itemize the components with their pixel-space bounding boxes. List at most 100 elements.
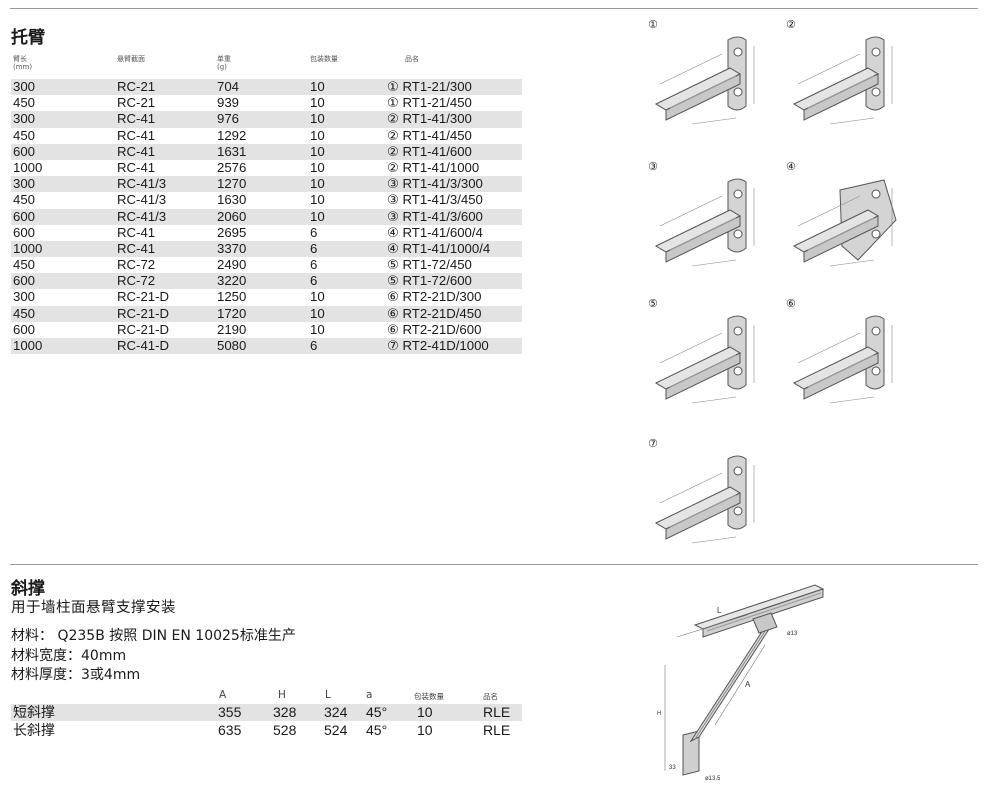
bracket-drawing xyxy=(654,455,755,544)
header-profile: 悬臂截面 xyxy=(117,55,145,63)
cell-h: 528 xyxy=(273,722,297,738)
cell-profile: RC-41-D xyxy=(117,338,170,353)
cell-pack: 10 xyxy=(417,704,433,720)
cell-weight: 976 xyxy=(217,111,240,127)
cell-profile: RC-41 xyxy=(117,240,156,256)
cell-l: 524 xyxy=(324,722,348,738)
cell-length: 600 xyxy=(13,208,36,224)
cell-length: 300 xyxy=(13,111,36,127)
cell-name: ⑤ RT1-72/600 xyxy=(387,273,472,289)
brace-material: 材料： Q235B 按照 DIN EN 10025标准生产 xyxy=(11,628,296,644)
cell-name: ④ RT1-41/1000/4 xyxy=(387,240,491,256)
cell-name: ⑥ RT2-21D/300 xyxy=(387,289,482,305)
cell-pack: 10 xyxy=(310,95,325,111)
cell-pack: 10 xyxy=(310,321,325,337)
cell-weight: 1631 xyxy=(217,143,247,159)
cell-name: ⑥ RT2-21D/600 xyxy=(387,321,482,337)
cell-length: 1000 xyxy=(13,159,43,175)
dim-a: A xyxy=(745,680,751,689)
middle-rule xyxy=(10,564,978,565)
cell-length: 600 xyxy=(13,224,36,240)
brace-header-l: L xyxy=(325,689,331,701)
cell-profile: RC-41 xyxy=(117,127,156,143)
cell-weight: 1250 xyxy=(217,289,247,305)
cell-weight: 2576 xyxy=(217,159,247,175)
cell-weight: 3370 xyxy=(217,240,247,256)
top-rule xyxy=(10,8,978,9)
cell-weight: 704 xyxy=(217,79,240,94)
cell-profile: RC-41 xyxy=(117,159,156,175)
cell-profile: RC-21-D xyxy=(117,305,170,321)
cell-length: 450 xyxy=(13,95,36,111)
brace-figure: L A H ø13 ø13.5 33 xyxy=(655,575,825,785)
cell-profile: RC-72 xyxy=(117,257,156,273)
brace-header-h: H xyxy=(278,689,286,701)
cell-pack: 6 xyxy=(310,273,318,289)
dim-l: L xyxy=(717,606,722,615)
cell-name: ③ RT1-41/3/450 xyxy=(387,192,483,208)
cell-weight: 2060 xyxy=(217,208,247,224)
cell-weight: 1720 xyxy=(217,305,247,321)
brace-header-name: 品名 xyxy=(483,692,498,701)
cell-profile: RC-41/3 xyxy=(117,208,167,224)
cell-length: 450 xyxy=(13,127,36,143)
cell-length: 600 xyxy=(13,143,36,159)
cell-weight: 1270 xyxy=(217,176,247,192)
cell-weight: 1292 xyxy=(217,127,247,143)
cell-pack: 10 xyxy=(310,176,325,192)
cell-length: 450 xyxy=(13,305,36,321)
cell-weight: 2190 xyxy=(217,321,247,337)
cell-a: 635 xyxy=(218,722,242,738)
cell-name: ② RT1-41/450 xyxy=(387,127,472,143)
cell-length: 1000 xyxy=(13,240,43,256)
cell-name: ③ RT1-41/3/300 xyxy=(387,176,483,192)
dim-h: H xyxy=(657,711,661,717)
arm-title: 托臂 xyxy=(11,28,45,48)
bracket-figure: ③ xyxy=(648,160,768,272)
cell-length: 1000 xyxy=(13,338,43,353)
cell-name: ⑥ RT2-21D/450 xyxy=(387,305,482,321)
brace-width: 材料宽度：40mm xyxy=(11,648,127,664)
bracket-drawing xyxy=(792,315,893,404)
cell-name: ② RT1-41/600 xyxy=(387,143,472,159)
bracket-figure: ⑤ xyxy=(648,297,768,409)
cell-name: ④ RT1-41/600/4 xyxy=(387,224,483,240)
cell-length: 450 xyxy=(13,257,36,273)
cell-name: ⑤ RT1-72/450 xyxy=(387,257,472,273)
cell-name: RLE xyxy=(483,722,511,738)
cell-alpha: 45° xyxy=(366,722,388,738)
cell-name: ⑦ RT2-41D/1000 xyxy=(387,338,489,353)
brace-thickness: 材料厚度：3或4mm xyxy=(11,667,141,683)
brace-title: 斜撑 xyxy=(11,579,45,599)
cell-profile: RC-21 xyxy=(117,79,156,94)
cell-profile: RC-41 xyxy=(117,143,156,159)
brace-header-alpha: a xyxy=(366,689,373,701)
header-name: 品名 xyxy=(405,55,419,63)
cell-pack: 6 xyxy=(310,240,318,256)
cell-pack: 10 xyxy=(310,159,325,175)
figure-number: ⑤ xyxy=(648,298,658,310)
cell-length: 450 xyxy=(13,192,36,208)
bracket-drawing xyxy=(792,36,893,125)
header-pack: 包装数量 xyxy=(310,55,338,63)
cell-a: 355 xyxy=(218,704,242,720)
bracket-figure: ① xyxy=(648,18,768,130)
cell-weight: 1630 xyxy=(217,192,247,208)
dim-hole-bottom: ø13.5 xyxy=(705,776,721,782)
brace-header-a: A xyxy=(219,689,227,701)
figure-number: ⑥ xyxy=(786,298,796,310)
cell-profile: RC-41/3 xyxy=(117,192,167,208)
